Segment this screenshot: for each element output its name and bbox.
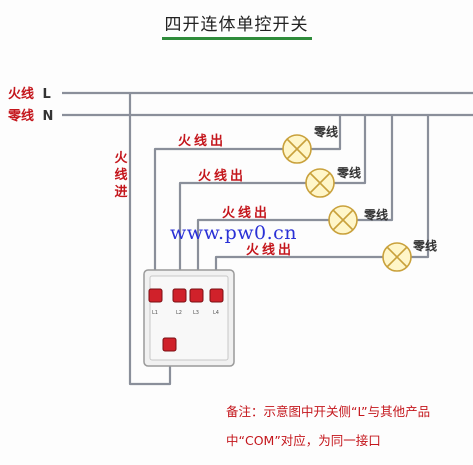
neutral-label-1: 零线: [314, 125, 339, 139]
output-wire-4: [214, 255, 383, 283]
lamp-3: [328, 205, 358, 235]
live-line-name: 火线: [8, 87, 35, 102]
terminal-label-l3: L3: [193, 310, 199, 316]
neutral-line-label: 零线 N: [8, 105, 53, 124]
diagram-title: 四开连体单控开关: [164, 15, 309, 35]
note-line-2: 中“COM”对应，为同一接口: [226, 433, 381, 448]
terminal-l3: [189, 288, 204, 303]
output-wire-2: [178, 181, 306, 283]
lamp-2: [305, 168, 335, 198]
neutral-label-4: 零线: [413, 239, 438, 253]
terminal-common: [162, 337, 177, 352]
lamp-1: [282, 134, 312, 164]
neutral-label-3: 零线: [364, 208, 389, 222]
output-label-2: 火线出: [198, 169, 247, 184]
neutral-line-code: N: [42, 109, 54, 124]
neutral-label-2: 零线: [337, 166, 362, 180]
live-in-label: 火 线 进: [114, 150, 128, 201]
output-label-1: 火线出: [178, 134, 227, 149]
title-underline: [162, 37, 312, 40]
neutral-wire-4: [410, 115, 430, 259]
output-label-3: 火线出: [222, 206, 271, 221]
terminal-label-l1: L1: [152, 310, 158, 316]
neutral-wire-3: [357, 115, 394, 222]
terminal-label-l4: L4: [213, 310, 219, 316]
live-in-char-1: 火: [114, 151, 128, 166]
live-line-label: 火线 L: [8, 83, 51, 102]
terminal-label-l2: L2: [176, 310, 182, 316]
output-label-4: 火线出: [246, 243, 295, 258]
terminal-l1: [148, 288, 163, 303]
neutral-wire-2: [333, 115, 367, 185]
note-line-1: 备注：示意图中开关侧“L”与其他产品: [226, 404, 431, 419]
output-wire-3: [196, 218, 330, 283]
live-in-char-3: 进: [114, 185, 128, 200]
neutral-wire-1: [310, 115, 342, 151]
live-in-char-2: 线: [114, 168, 128, 183]
output-wire-1: [153, 147, 283, 283]
neutral-line-name: 零线: [8, 109, 35, 124]
lamp-4: [382, 242, 412, 272]
terminal-l4: [209, 288, 224, 303]
live-in-wire: [128, 93, 172, 386]
terminal-l2: [172, 288, 187, 303]
watermark: www.pw0.cn: [170, 222, 298, 244]
live-line-code: L: [42, 87, 51, 102]
switch-body: L1 L2 L3 L4: [143, 269, 235, 367]
